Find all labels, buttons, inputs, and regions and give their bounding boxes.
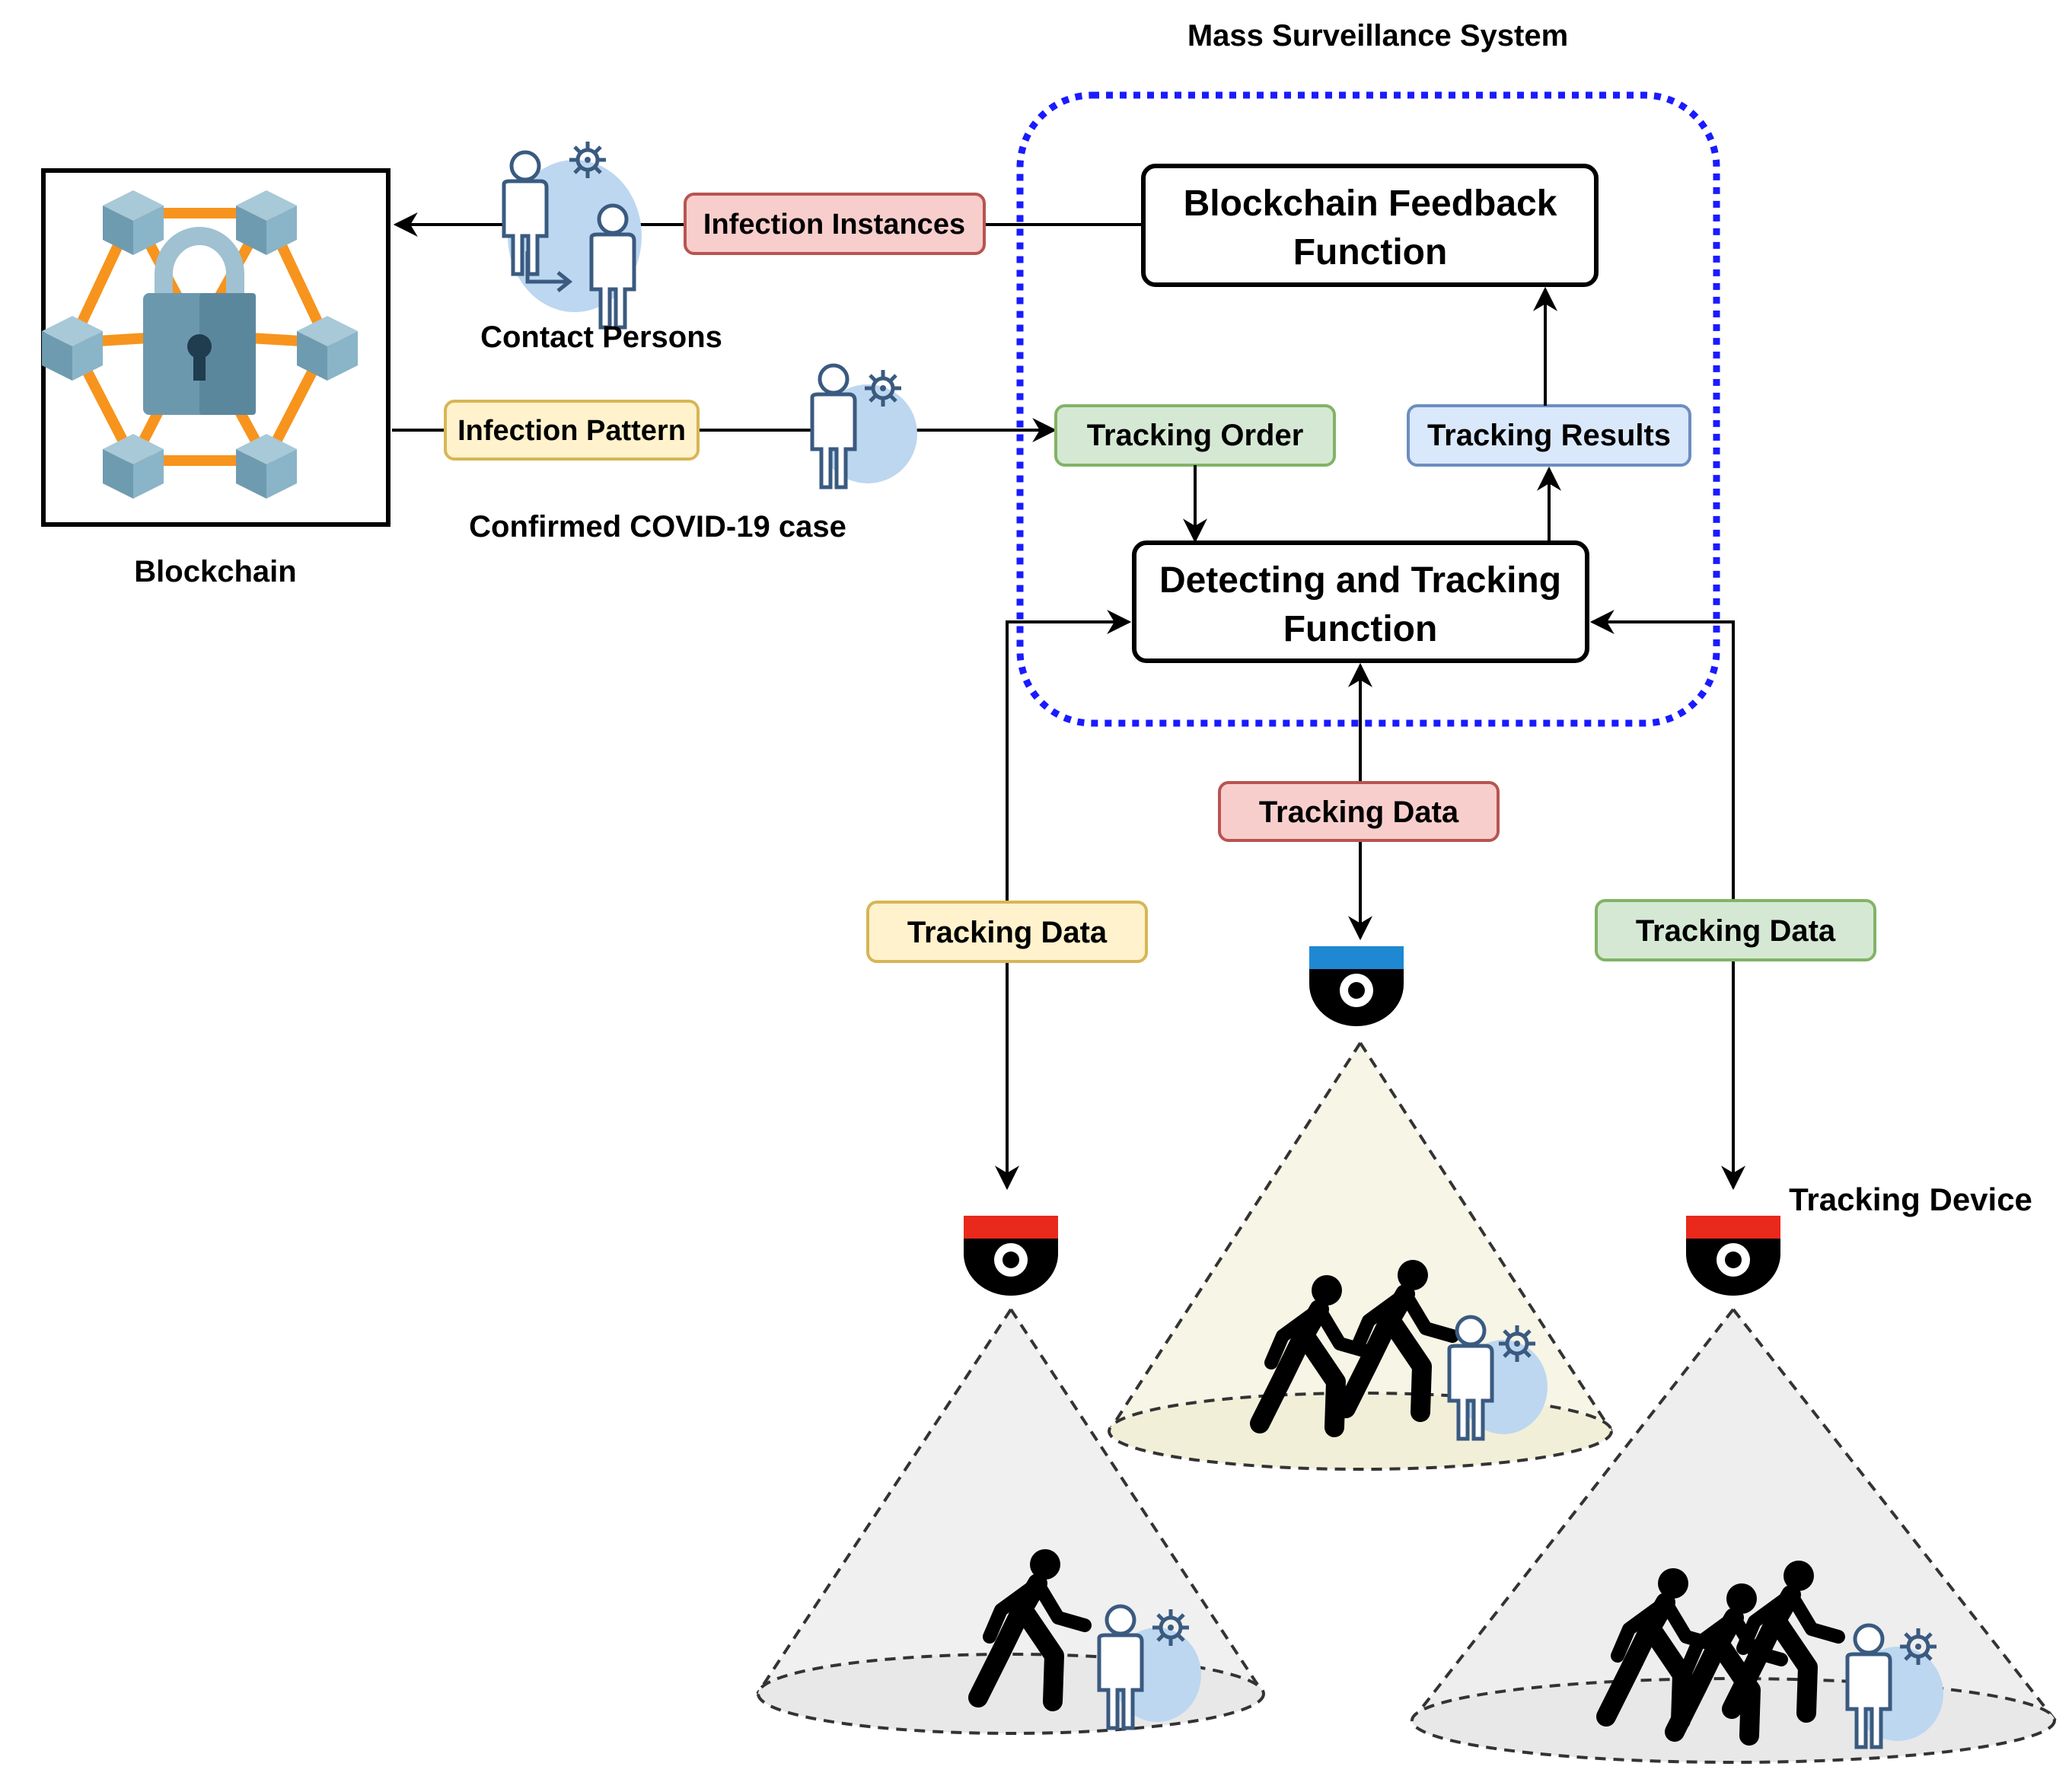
svg-text:Function: Function	[1293, 232, 1448, 273]
center-camera-zone	[1108, 946, 1613, 1471]
lock-icon	[143, 227, 256, 415]
svg-text:Tracking Data: Tracking Data	[907, 916, 1108, 949]
tracking-data-right-tag: Tracking Data	[1595, 899, 1876, 961]
tracking-data-center-tag: Tracking Data	[1218, 781, 1500, 842]
svg-text:Infection Pattern: Infection Pattern	[457, 415, 686, 447]
confirmed-case-label: Confirmed COVID-19 case	[469, 510, 846, 544]
tracking-data-left-tag: Tracking Data	[866, 901, 1148, 963]
right-camera-zone	[1411, 1216, 2057, 1764]
left-tracking-data-edge	[995, 610, 1132, 1191]
svg-text:Tracking Data: Tracking Data	[1636, 914, 1836, 948]
infection-instances-tag: Infection Instances	[684, 193, 986, 255]
contact-persons-label: Contact Persons	[480, 320, 722, 354]
detecting-tracking-function: Detecting and Tracking Function	[1132, 540, 1589, 663]
infection-pattern-tag: Infection Pattern	[444, 400, 700, 461]
svg-text:Function: Function	[1283, 609, 1438, 649]
system-title: Mass Surveillance System	[1187, 19, 1568, 53]
tracking-order-tag: Tracking Order	[1054, 404, 1336, 467]
svg-text:Tracking Results: Tracking Results	[1427, 419, 1671, 452]
camera-icon	[964, 1216, 1058, 1296]
camera-icon	[1686, 1216, 1780, 1296]
confirmed-case-icon	[812, 365, 917, 487]
tracking-device-label: Tracking Device	[1789, 1181, 2032, 1217]
contact-persons-icon	[504, 142, 642, 327]
blockchain-label: Blockchain	[134, 555, 296, 588]
camera-icon	[1309, 946, 1404, 1026]
tracking-results-tag: Tracking Results	[1407, 404, 1691, 467]
svg-text:Tracking Order: Tracking Order	[1087, 419, 1304, 452]
left-camera-zone	[756, 1216, 1265, 1735]
svg-text:Blockchain Feedback: Blockchain Feedback	[1184, 183, 1557, 224]
infected-person-icon	[1449, 1317, 1548, 1439]
surveillance-system-boundary	[1016, 91, 1720, 727]
right-tracking-data-edge	[1589, 610, 1745, 1191]
svg-text:Infection Instances: Infection Instances	[703, 209, 965, 241]
blockchain-box	[41, 168, 390, 527]
svg-text:Detecting and Tracking: Detecting and Tracking	[1159, 560, 1561, 601]
svg-text:Tracking Data: Tracking Data	[1259, 796, 1459, 829]
infected-person-icon	[1847, 1625, 1943, 1747]
blockchain-feedback-function: Blockchain Feedback Function	[1141, 164, 1599, 287]
infected-person-icon	[1099, 1606, 1201, 1728]
